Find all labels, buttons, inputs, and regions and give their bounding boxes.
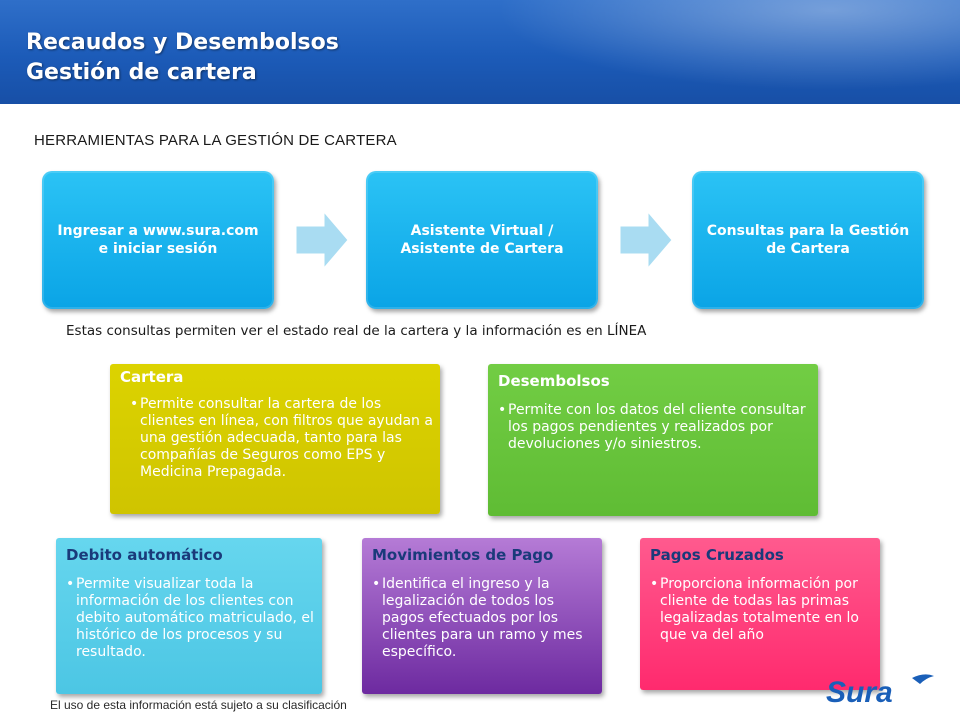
card-debito-list: Permite visualizar toda la información d… [66,576,318,661]
card-movimientos-list: Identifica el ingreso y la legalización … [372,576,598,661]
card-movimientos-title: Movimientos de Pago [372,546,554,564]
slide-header: Recaudos y Desembolsos Gestión de carter… [0,0,960,104]
card-pagos-title: Pagos Cruzados [650,546,784,564]
card-cartera-list: Permite consultar la cartera de los clie… [130,396,436,481]
card-pagos: Pagos Cruzados Proporciona información p… [640,538,880,690]
page-title-line1: Recaudos y Desembolsos [26,30,339,55]
card-debito-title: Debito automático [66,546,223,564]
card-debito-bullet: Permite visualizar toda la información d… [66,576,318,661]
step-queries-label: Consultas para la Gestión de Cartera [706,223,910,257]
step-login-label: Ingresar a www.sura.com e iniciar sesión [57,223,259,257]
card-desembolsos-bullet: Permite con los datos del cliente consul… [498,402,808,453]
card-pagos-list: Proporciona información por cliente de t… [650,576,876,644]
card-cartera-title: Cartera [120,368,184,386]
card-movimientos-bullet: Identifica el ingreso y la legalización … [372,576,598,661]
card-movimientos: Movimientos de Pago Identifica el ingres… [362,538,602,694]
page-title-line2: Gestión de cartera [26,60,257,85]
card-pagos-bullet: Proporciona información por cliente de t… [650,576,876,644]
footer-disclaimer: El uso de esta información está sujeto a… [50,698,347,712]
header-shine [440,0,960,104]
card-debito: Debito automático Permite visualizar tod… [56,538,322,694]
page-title: Recaudos y Desembolsos Gestión de carter… [26,28,339,88]
card-desembolsos: Desembolsos Permite con los datos del cl… [488,364,818,516]
info-note: Estas consultas permiten ver el estado r… [66,323,647,339]
card-desembolsos-title: Desembolsos [498,372,610,390]
arrow-right-icon [296,212,348,268]
sura-logo-icon: Sura [826,674,934,708]
card-cartera: Cartera Permite consultar la cartera de … [110,364,440,514]
step-login: Ingresar a www.sura.com e iniciar sesión [42,171,274,309]
section-title: HERRAMIENTAS PARA LA GESTIÓN DE CARTERA [34,132,397,149]
step-queries: Consultas para la Gestión de Cartera [692,171,924,309]
card-desembolsos-list: Permite con los datos del cliente consul… [498,402,808,453]
logo-text: Sura [826,676,893,708]
step-assistant: Asistente Virtual / Asistente de Cartera [366,171,598,309]
arrow-right-icon [620,212,672,268]
card-cartera-bullet: Permite consultar la cartera de los clie… [130,396,436,481]
step-assistant-label: Asistente Virtual / Asistente de Cartera [400,223,564,257]
